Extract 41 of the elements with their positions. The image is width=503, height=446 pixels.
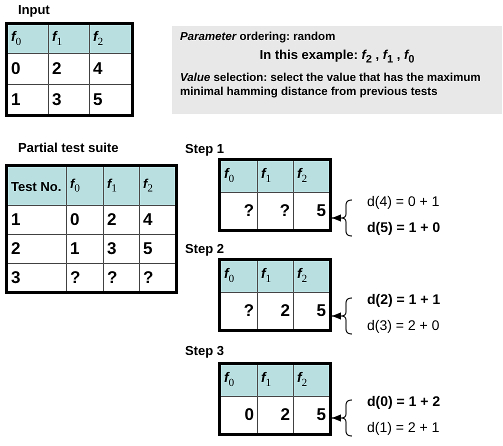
header-cell: f$_{2}$	[90, 24, 132, 54]
header-cell: f$_{1}$	[258, 260, 294, 292]
table-heading: Partial test suite	[18, 140, 118, 155]
table-cell: 1	[6, 206, 66, 234]
distance-formula: d(3) = 2 + 0	[367, 317, 440, 333]
header-cell: f$_{0}$	[66, 166, 104, 206]
table-cell: 2	[104, 206, 140, 234]
arrow	[332, 414, 342, 422]
table-cell: 2	[48, 54, 90, 84]
header-cell: f$_{2}$	[294, 364, 330, 396]
arrow	[332, 214, 342, 222]
header-cell: f$_{2}$	[294, 260, 330, 292]
table-heading: Step 1	[185, 141, 224, 156]
table-cell: 3	[104, 234, 140, 264]
table-cell: 0	[6, 54, 48, 84]
distance-formula: d(1) = 2 + 1	[367, 419, 440, 435]
distance-formula: d(4) = 0 + 1	[367, 193, 440, 209]
table-cell: 2	[6, 234, 66, 264]
note-text: Parameter ordering: random	[180, 30, 336, 44]
header-cell: f$_{1}$	[258, 364, 294, 396]
header-cell: f$_{2}$	[140, 166, 176, 206]
note-text: Value selection: select the value that has the maximum minimal hamming distance from previous tests	[180, 70, 482, 99]
table-heading: Step 3	[185, 343, 224, 358]
table-cell: 0	[66, 206, 104, 234]
header-cell: f$_{1}$	[48, 24, 90, 54]
table-heading: Input	[18, 2, 50, 17]
header-cell: f$_{1}$	[258, 160, 294, 192]
arrow	[332, 312, 342, 320]
table-heading: Step 2	[185, 241, 224, 256]
header-cell: f$_{0}$	[220, 364, 258, 396]
distance-formula: d(0) = 1 + 2	[367, 393, 440, 409]
header-cell: f$_{1}$	[104, 166, 140, 206]
distance-formula: d(2) = 1 + 1	[367, 291, 440, 307]
note-text: In this example: f$_{2}$ , f$_{1}$ , f$_{0}$	[258, 48, 416, 67]
header-cell: Test No.	[6, 166, 66, 206]
header-cell: f$_{0}$	[220, 160, 258, 192]
header-cell: f$_{2}$	[294, 160, 330, 192]
distance-formula: d(5) = 1 + 0	[367, 219, 440, 235]
header-cell: f$_{0}$	[6, 24, 48, 54]
table-cell: 1	[66, 234, 104, 264]
header-cell: f$_{0}$	[220, 260, 258, 292]
